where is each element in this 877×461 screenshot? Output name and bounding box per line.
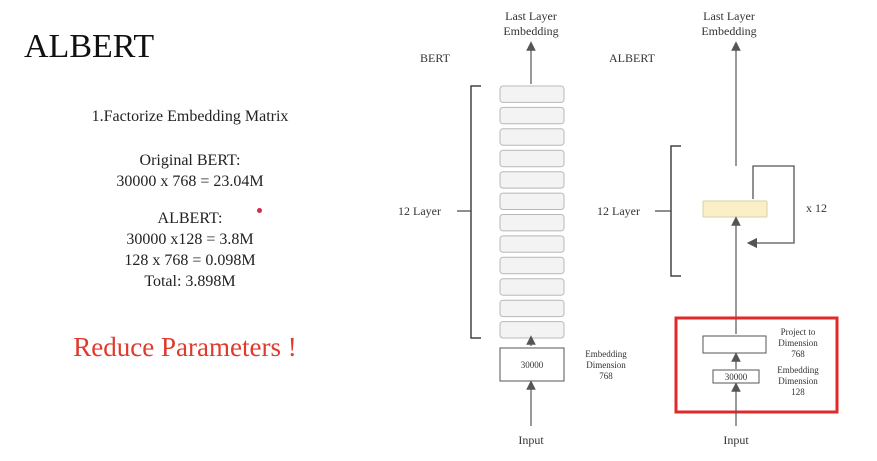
bert-embed-note-1: Embedding (585, 349, 627, 359)
original-bert-block: Original BERT: 30000 x 768 = 23.04M (80, 150, 300, 192)
bert-output-label-1: Last Layer (505, 9, 557, 23)
bert-layer (499, 214, 565, 232)
albert-calc-2: 128 x 768 = 0.098M (124, 252, 256, 269)
albert-calc-1: 30000 x128 = 3.8M (126, 231, 254, 248)
bert-layer (499, 192, 565, 211)
albert-layer-bracket (670, 145, 681, 277)
albert-embed-note-2: Dimension (778, 376, 818, 386)
albert-factorization-highlight (674, 316, 839, 414)
bert-embedding-box (499, 347, 565, 382)
bert-layer (499, 278, 565, 296)
albert-project-note-3: 768 (791, 349, 805, 359)
original-bert-label: Original BERT: (139, 152, 241, 169)
bert-layer (499, 85, 565, 103)
bert-layer (499, 235, 565, 253)
albert-embedding-box-label: 30000 (725, 372, 748, 382)
albert-total: Total: 3.898M (144, 273, 236, 290)
original-bert-calc: 30000 x 768 = 23.04M (116, 173, 264, 190)
albert-repeat-loop (752, 165, 795, 244)
bert-layer-bracket (470, 85, 481, 339)
albert-project-note-1: Project to (781, 327, 816, 337)
bert-layer (499, 299, 565, 318)
bert-layer (499, 149, 565, 168)
bert-embed-note-3: 768 (599, 371, 613, 381)
bert-layer (499, 256, 565, 275)
bert-input-label: Input (518, 433, 544, 447)
albert-params-block: ALBERT: 30000 x128 = 3.8M 128 x 768 = 0.… (90, 208, 290, 292)
bert-layer (499, 171, 565, 189)
albert-title: ALBERT (609, 51, 656, 65)
bert-layer (499, 321, 565, 339)
bert-layer (499, 106, 565, 125)
bert-layer-label: 12 Layer (398, 204, 441, 218)
slide-title: ALBERT (24, 28, 155, 65)
bert-embedding-box-label: 30000 (521, 360, 544, 370)
albert-shared-layer (702, 200, 768, 218)
bert-layer (499, 128, 565, 146)
bert-embed-note-2: Dimension (586, 360, 626, 370)
bert-layer-stack (499, 85, 565, 339)
albert-embed-note-1: Embedding (777, 365, 819, 375)
albert-repeat-label: x 12 (806, 201, 827, 215)
albert-projection-box (702, 335, 767, 354)
bert-title: BERT (420, 51, 451, 65)
albert-layer-label: 12 Layer (597, 204, 640, 218)
reduce-parameters-text: Reduce Parameters ! (73, 332, 297, 362)
albert-output-label-1: Last Layer (703, 9, 755, 23)
bert-output-label-2: Embedding (503, 24, 558, 38)
albert-embed-note-3: 128 (791, 387, 805, 397)
section-heading: 1.Factorize Embedding Matrix (91, 108, 289, 125)
albert-project-note-2: Dimension (778, 338, 818, 348)
pointer-dot (257, 208, 262, 213)
albert-label: ALBERT: (157, 210, 223, 227)
albert-input-label: Input (723, 433, 749, 447)
albert-output-label-2: Embedding (701, 24, 756, 38)
